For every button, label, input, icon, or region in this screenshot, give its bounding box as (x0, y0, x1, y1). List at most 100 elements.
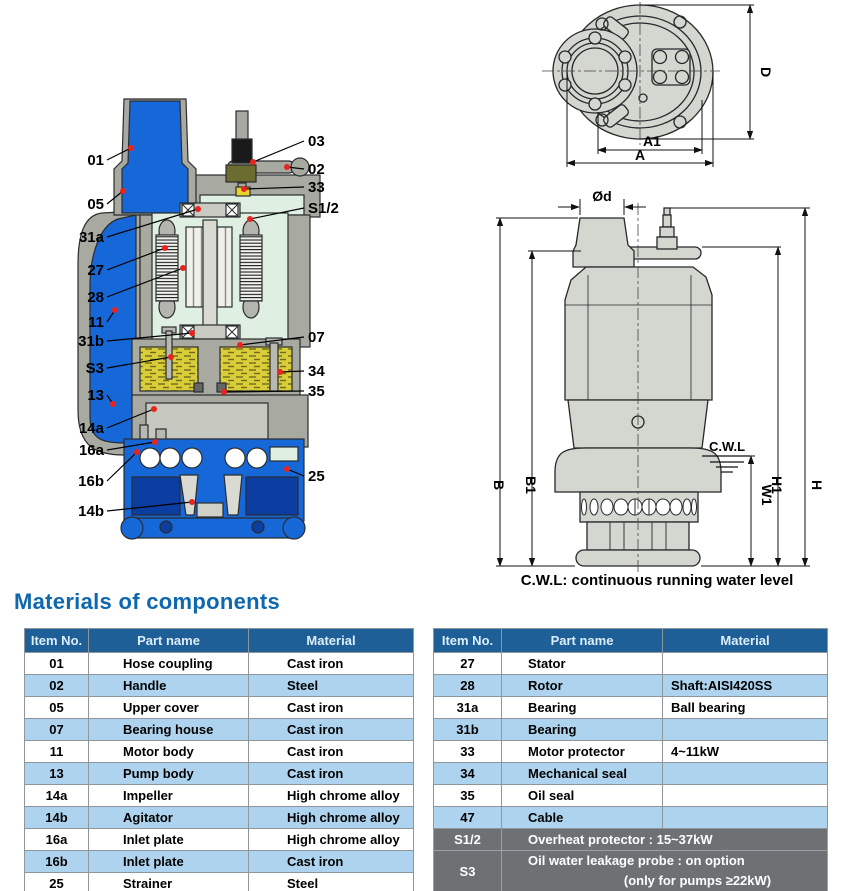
cell: 16b (24, 850, 89, 873)
col-header-item: Item No. (24, 628, 89, 653)
pump-cross-section-diagram: 01 05 31a 27 28 11 31b S3 13 14a 16a 16b… (77, 98, 339, 540)
cell: Upper cover (88, 696, 249, 719)
top-view-dimensions (566, 4, 754, 167)
callout-label: 05 (87, 196, 104, 213)
callout-label: 16a (79, 442, 105, 459)
cwl-label: C.W.L (709, 439, 745, 454)
cell: 16a (24, 828, 89, 851)
cell: Bearing (501, 718, 663, 741)
side-view-dimensions (496, 199, 810, 567)
cell: 35 (433, 784, 502, 807)
cell: 25 (24, 872, 89, 891)
callout-label: 03 (308, 133, 325, 150)
cell: Stator (501, 652, 663, 675)
col-header-material: Material (662, 628, 828, 653)
callout-label: S1/2 (308, 200, 339, 217)
dim-label-D: D (758, 67, 774, 77)
dim-label-W1: W1 (759, 485, 775, 506)
col-header-part: Part name (501, 628, 663, 653)
leader-lines (106, 140, 305, 512)
top-view-art (552, 4, 714, 140)
dim-label-B1: B1 (523, 476, 539, 494)
cell (662, 806, 828, 829)
leader-markers (110, 145, 290, 505)
callout-label: 07 (308, 329, 325, 346)
callout-label: 11 (88, 314, 104, 331)
callout-label: 35 (308, 383, 325, 400)
water-level-symbol (702, 455, 750, 473)
cell: 07 (24, 718, 89, 741)
cell: Cast iron (248, 762, 414, 785)
cell: Steel (248, 872, 414, 891)
cell: Cast iron (248, 652, 414, 675)
cell: Cast iron (248, 718, 414, 741)
callout-label: 14a (79, 420, 105, 437)
cell: 33 (433, 740, 502, 763)
cell-line: Oil water leakage probe : on option (528, 853, 745, 868)
cell: High chrome alloy (248, 784, 414, 807)
cell: Pump body (88, 762, 249, 785)
section-title: Materials of components (14, 589, 281, 614)
cell: 13 (24, 762, 89, 785)
cell: Agitator (88, 806, 249, 829)
pump-side-view-drawing: Ød B B1 H1 H W1 C.W.L (491, 188, 825, 575)
callout-label: S3 (86, 360, 104, 377)
cell: S3 (433, 850, 502, 891)
callout-label: 14b (78, 503, 104, 520)
cell: 05 (24, 696, 89, 719)
callout-label: 13 (87, 387, 104, 404)
table-header-row: Item No. Part name Material (24, 628, 414, 653)
cell (662, 718, 828, 741)
col-header-item: Item No. (433, 628, 502, 653)
cell: Cast iron (248, 850, 414, 873)
cell: 31a (433, 696, 502, 719)
cell: Shaft:AISI420SS (662, 674, 828, 697)
cell: S1/2 (433, 828, 502, 851)
cell: 28 (433, 674, 502, 697)
cell: 4~11kW (662, 740, 828, 763)
callout-label: 28 (87, 289, 104, 306)
centerlines (542, 2, 720, 145)
callout-label: 34 (308, 363, 325, 380)
dim-label-A: A (635, 147, 645, 163)
cell: 14a (24, 784, 89, 807)
callout-label: 31b (78, 333, 104, 350)
cwl-caption: C.W.L: continuous running water level (520, 572, 794, 589)
dim-label-od: Ød (592, 188, 611, 204)
col-header-material: Material (248, 628, 414, 653)
callout-label: 01 (87, 152, 104, 169)
cell: Bearing house (88, 718, 249, 741)
cell: Hose coupling (88, 652, 249, 675)
cell: 02 (24, 674, 89, 697)
cell: Overheat protector : 15~37kW (501, 828, 828, 851)
cell: 47 (433, 806, 502, 829)
cell: Handle (88, 674, 249, 697)
cell: Rotor (501, 674, 663, 697)
cell: Inlet plate (88, 828, 249, 851)
cell: 11 (24, 740, 89, 763)
cell (662, 652, 828, 675)
part-callout-labels: 01 05 31a 27 28 11 31b S3 13 14a 16a 16b… (78, 133, 339, 520)
cell: 01 (24, 652, 89, 675)
dim-label-H1: H1 (769, 476, 785, 494)
dim-label-H: H (809, 480, 825, 490)
cell: 31b (433, 718, 502, 741)
cell: Cast iron (248, 696, 414, 719)
pump-body-art (77, 98, 321, 540)
